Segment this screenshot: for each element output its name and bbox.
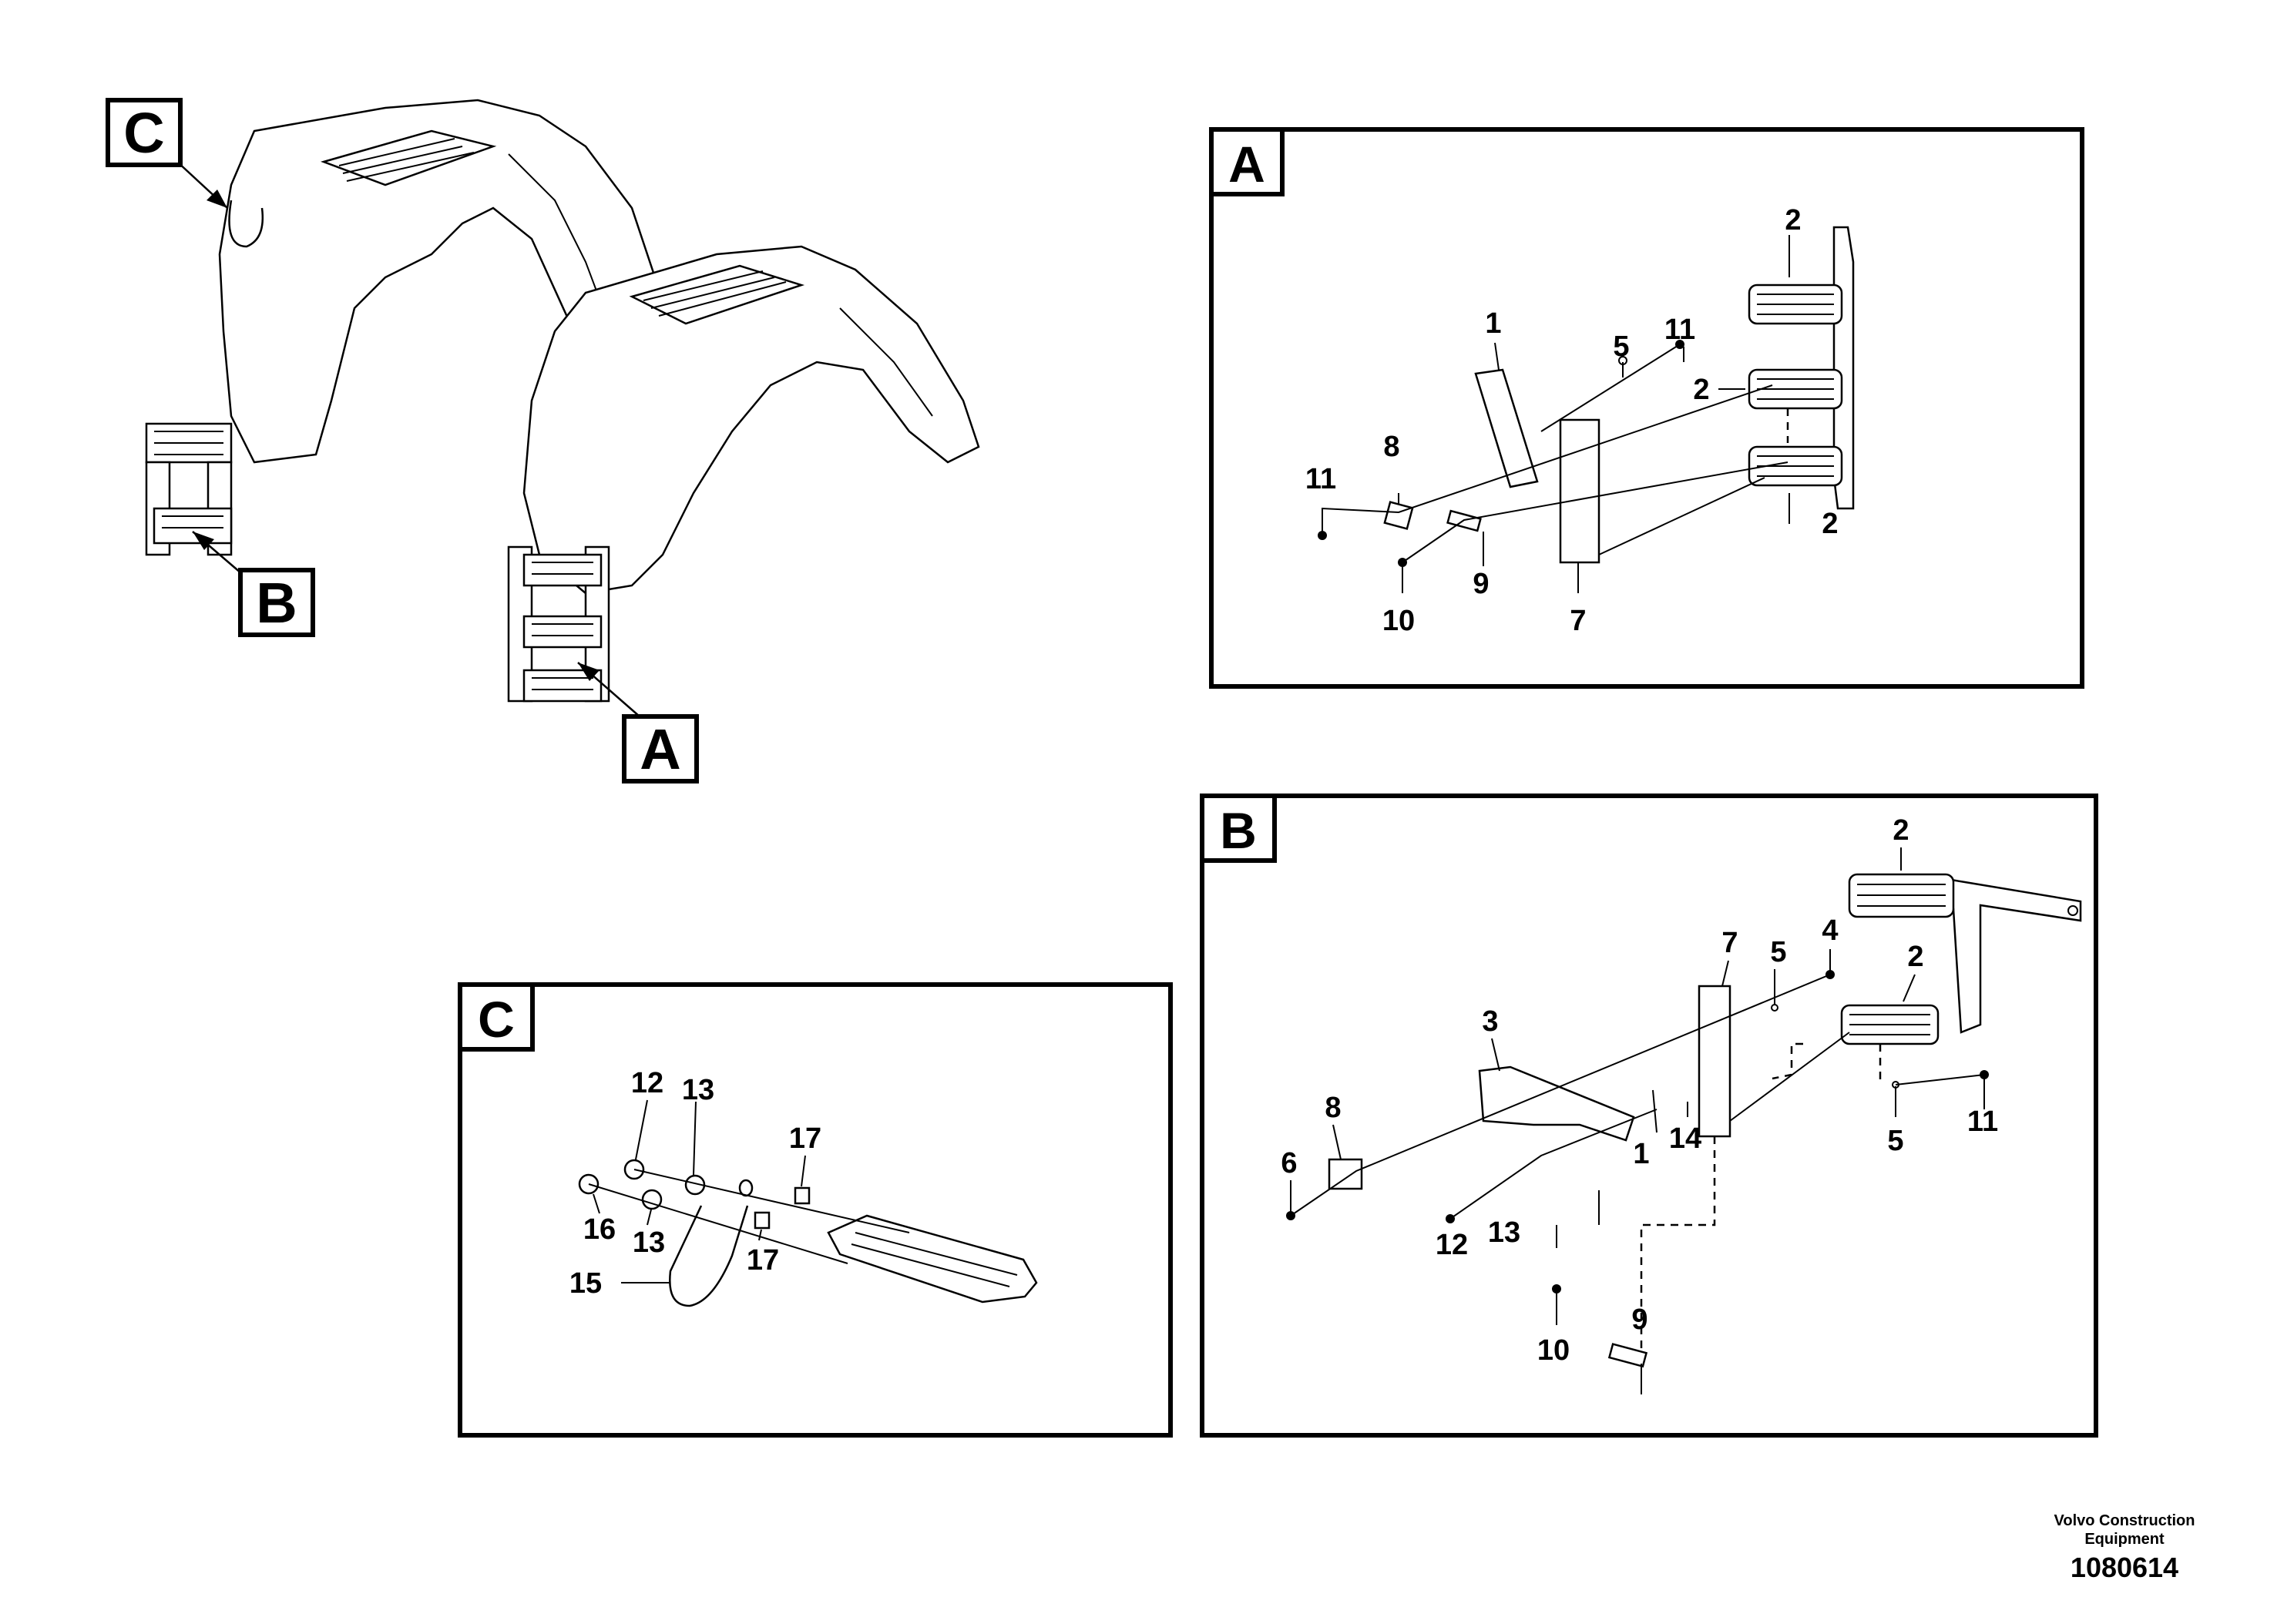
a-label-2-low: 2 bbox=[1822, 508, 1838, 540]
detail-b: B bbox=[1200, 794, 2098, 1438]
footer-document-number: 1080614 bbox=[2070, 1552, 2179, 1583]
b-label-2-top: 2 bbox=[1893, 814, 1909, 847]
b-label-1: 1 bbox=[1633, 1138, 1649, 1170]
a-label-2-mid: 2 bbox=[1693, 374, 1709, 406]
a-label-11-left: 11 bbox=[1305, 463, 1336, 495]
a-label-9: 9 bbox=[1473, 568, 1489, 600]
c-label-17-top: 17 bbox=[789, 1122, 821, 1155]
b-label-3: 3 bbox=[1482, 1005, 1498, 1038]
a-label-7: 7 bbox=[1570, 605, 1586, 637]
c-label-13-low: 13 bbox=[633, 1226, 665, 1259]
b-label-9: 9 bbox=[1631, 1304, 1647, 1336]
c-label-12: 12 bbox=[631, 1067, 663, 1099]
a-label-8: 8 bbox=[1383, 431, 1399, 463]
b-label-7: 7 bbox=[1721, 927, 1738, 959]
callout-b[interactable]: B bbox=[192, 531, 315, 637]
callout-b-label: B bbox=[256, 571, 297, 635]
callout-c[interactable]: C bbox=[106, 98, 228, 209]
b-label-12: 12 bbox=[1436, 1229, 1468, 1261]
b-label-2-mid: 2 bbox=[1907, 941, 1923, 973]
b-label-10: 10 bbox=[1537, 1334, 1570, 1367]
b-label-11: 11 bbox=[1967, 1106, 1998, 1138]
callout-c-label: C bbox=[123, 101, 164, 165]
c-label-13-top: 13 bbox=[682, 1074, 714, 1106]
b-label-14: 14 bbox=[1669, 1122, 1701, 1155]
a-label-10: 10 bbox=[1382, 605, 1415, 637]
detail-a: A bbox=[1209, 127, 2084, 689]
b-label-8: 8 bbox=[1325, 1092, 1341, 1124]
b-label-5-top: 5 bbox=[1770, 936, 1786, 968]
detail-b-title: B bbox=[1220, 802, 1257, 859]
footer: Volvo Construction Equipment 1080614 bbox=[2024, 1512, 2225, 1585]
detail-c-title: C bbox=[478, 991, 515, 1048]
b-label-13: 13 bbox=[1488, 1216, 1520, 1249]
c-label-15: 15 bbox=[569, 1267, 602, 1300]
detail-c: C 12 13 17 16 13 15 17 bbox=[458, 982, 1173, 1438]
footer-company: Volvo Construction Equipment bbox=[2054, 1512, 2195, 1548]
b-label-6: 6 bbox=[1281, 1147, 1297, 1179]
b-label-5-low: 5 bbox=[1887, 1125, 1903, 1157]
callout-a-label: A bbox=[640, 717, 680, 781]
detail-a-title: A bbox=[1228, 136, 1265, 193]
c-label-16: 16 bbox=[583, 1213, 616, 1246]
overview-illustration bbox=[145, 99, 980, 703]
c-label-17-low: 17 bbox=[747, 1244, 779, 1277]
a-label-2-top: 2 bbox=[1785, 204, 1801, 237]
a-label-5: 5 bbox=[1613, 331, 1629, 363]
a-label-1: 1 bbox=[1485, 307, 1501, 340]
callout-a[interactable]: A bbox=[577, 662, 699, 783]
front-fender-grating bbox=[629, 264, 805, 325]
b-label-4: 4 bbox=[1822, 914, 1838, 947]
a-label-11-top: 11 bbox=[1664, 314, 1695, 346]
